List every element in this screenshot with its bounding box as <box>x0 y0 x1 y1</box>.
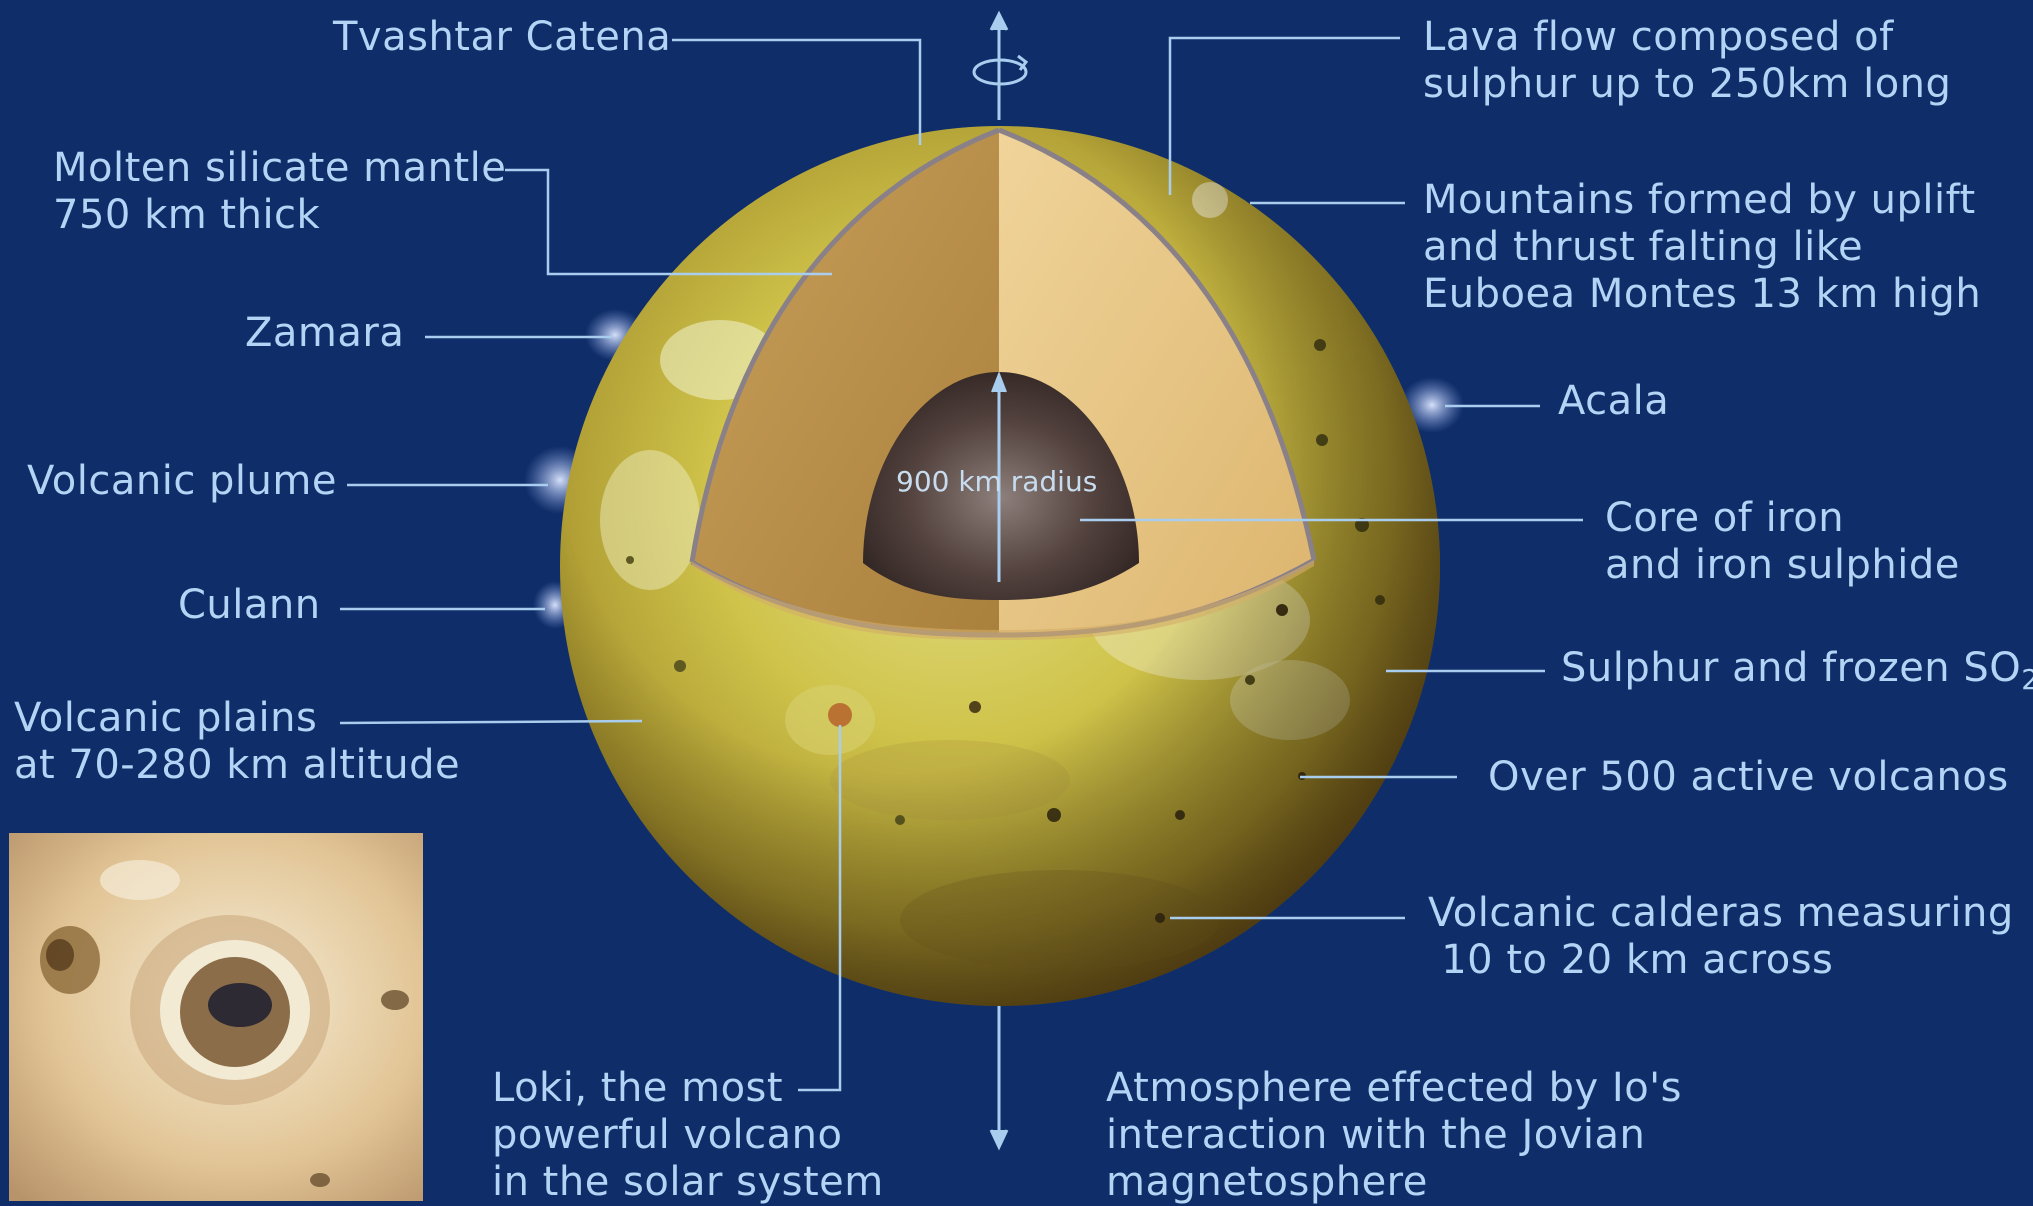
label-text: sulphur up to 250km long <box>1423 61 1951 108</box>
label-mountains: Mountains formed by uplift and thrust fa… <box>1423 177 1981 318</box>
label-text: Acala <box>1558 378 1669 425</box>
label-text: Culann <box>178 582 321 629</box>
label-text: magnetosphere <box>1106 1159 1682 1206</box>
label-loki: Loki, the most powerful volcano in the s… <box>492 1065 884 1206</box>
label-text: at 70-280 km altitude <box>14 742 460 789</box>
label-text: Core of iron <box>1605 495 1960 542</box>
label-text: powerful volcano <box>492 1112 884 1159</box>
label-text: 750 km thick <box>53 192 506 239</box>
label-text: Volcanic plains <box>14 695 460 742</box>
label-text: Molten silicate mantle <box>53 145 506 192</box>
label-culann: Culann <box>178 582 321 629</box>
label-text: Mountains formed by uplift <box>1423 177 1981 224</box>
label-acala: Acala <box>1558 378 1669 425</box>
label-volcanic-calderas: Volcanic calderas measuring 10 to 20 km … <box>1428 890 2014 984</box>
label-text: Loki, the most <box>492 1065 884 1112</box>
label-text: 10 to 20 km across <box>1428 937 2014 984</box>
label-text: Lava flow composed of <box>1423 14 1951 61</box>
label-active-volcanos: Over 500 active volcanos <box>1488 754 2009 801</box>
label-text: Atmosphere effected by Io's <box>1106 1065 1682 1112</box>
label-volcanic-plains: Volcanic plains at 70-280 km altitude <box>14 695 460 789</box>
label-molten-silicate-mantle: Molten silicate mantle 750 km thick <box>53 145 506 239</box>
label-text: and iron sulphide <box>1605 542 1960 589</box>
core-radius-label: 900 km radius <box>896 466 1097 498</box>
label-text: Over 500 active volcanos <box>1488 754 2009 801</box>
label-lava-flow: Lava flow composed of sulphur up to 250k… <box>1423 14 1951 108</box>
label-tvashtar-catena: Tvashtar Catena <box>333 14 671 61</box>
label-text: in the solar system <box>492 1159 884 1206</box>
loki-inset-image <box>9 833 423 1201</box>
label-sulphur-frozen-so2: Sulphur and frozen SO2 <box>1561 645 2033 692</box>
label-text-main: Sulphur and frozen SO <box>1561 645 2021 691</box>
label-text: Volcanic calderas measuring <box>1428 890 2014 937</box>
label-core: Core of iron and iron sulphide <box>1605 495 1960 589</box>
label-text: Euboea Montes 13 km high <box>1423 271 1981 318</box>
label-text: Zamara <box>245 310 404 357</box>
label-volcanic-plume: Volcanic plume <box>27 458 337 505</box>
label-text: Volcanic plume <box>27 458 337 505</box>
label-subscript: 2 <box>2021 663 2033 696</box>
label-text: Tvashtar Catena <box>333 14 671 61</box>
label-text: interaction with the Jovian <box>1106 1112 1682 1159</box>
label-text: Sulphur and frozen SO2 <box>1561 645 2033 692</box>
label-text: and thrust falting like <box>1423 224 1981 271</box>
label-atmosphere: Atmosphere effected by Io's interaction … <box>1106 1065 1682 1206</box>
label-zamara: Zamara <box>245 310 404 357</box>
